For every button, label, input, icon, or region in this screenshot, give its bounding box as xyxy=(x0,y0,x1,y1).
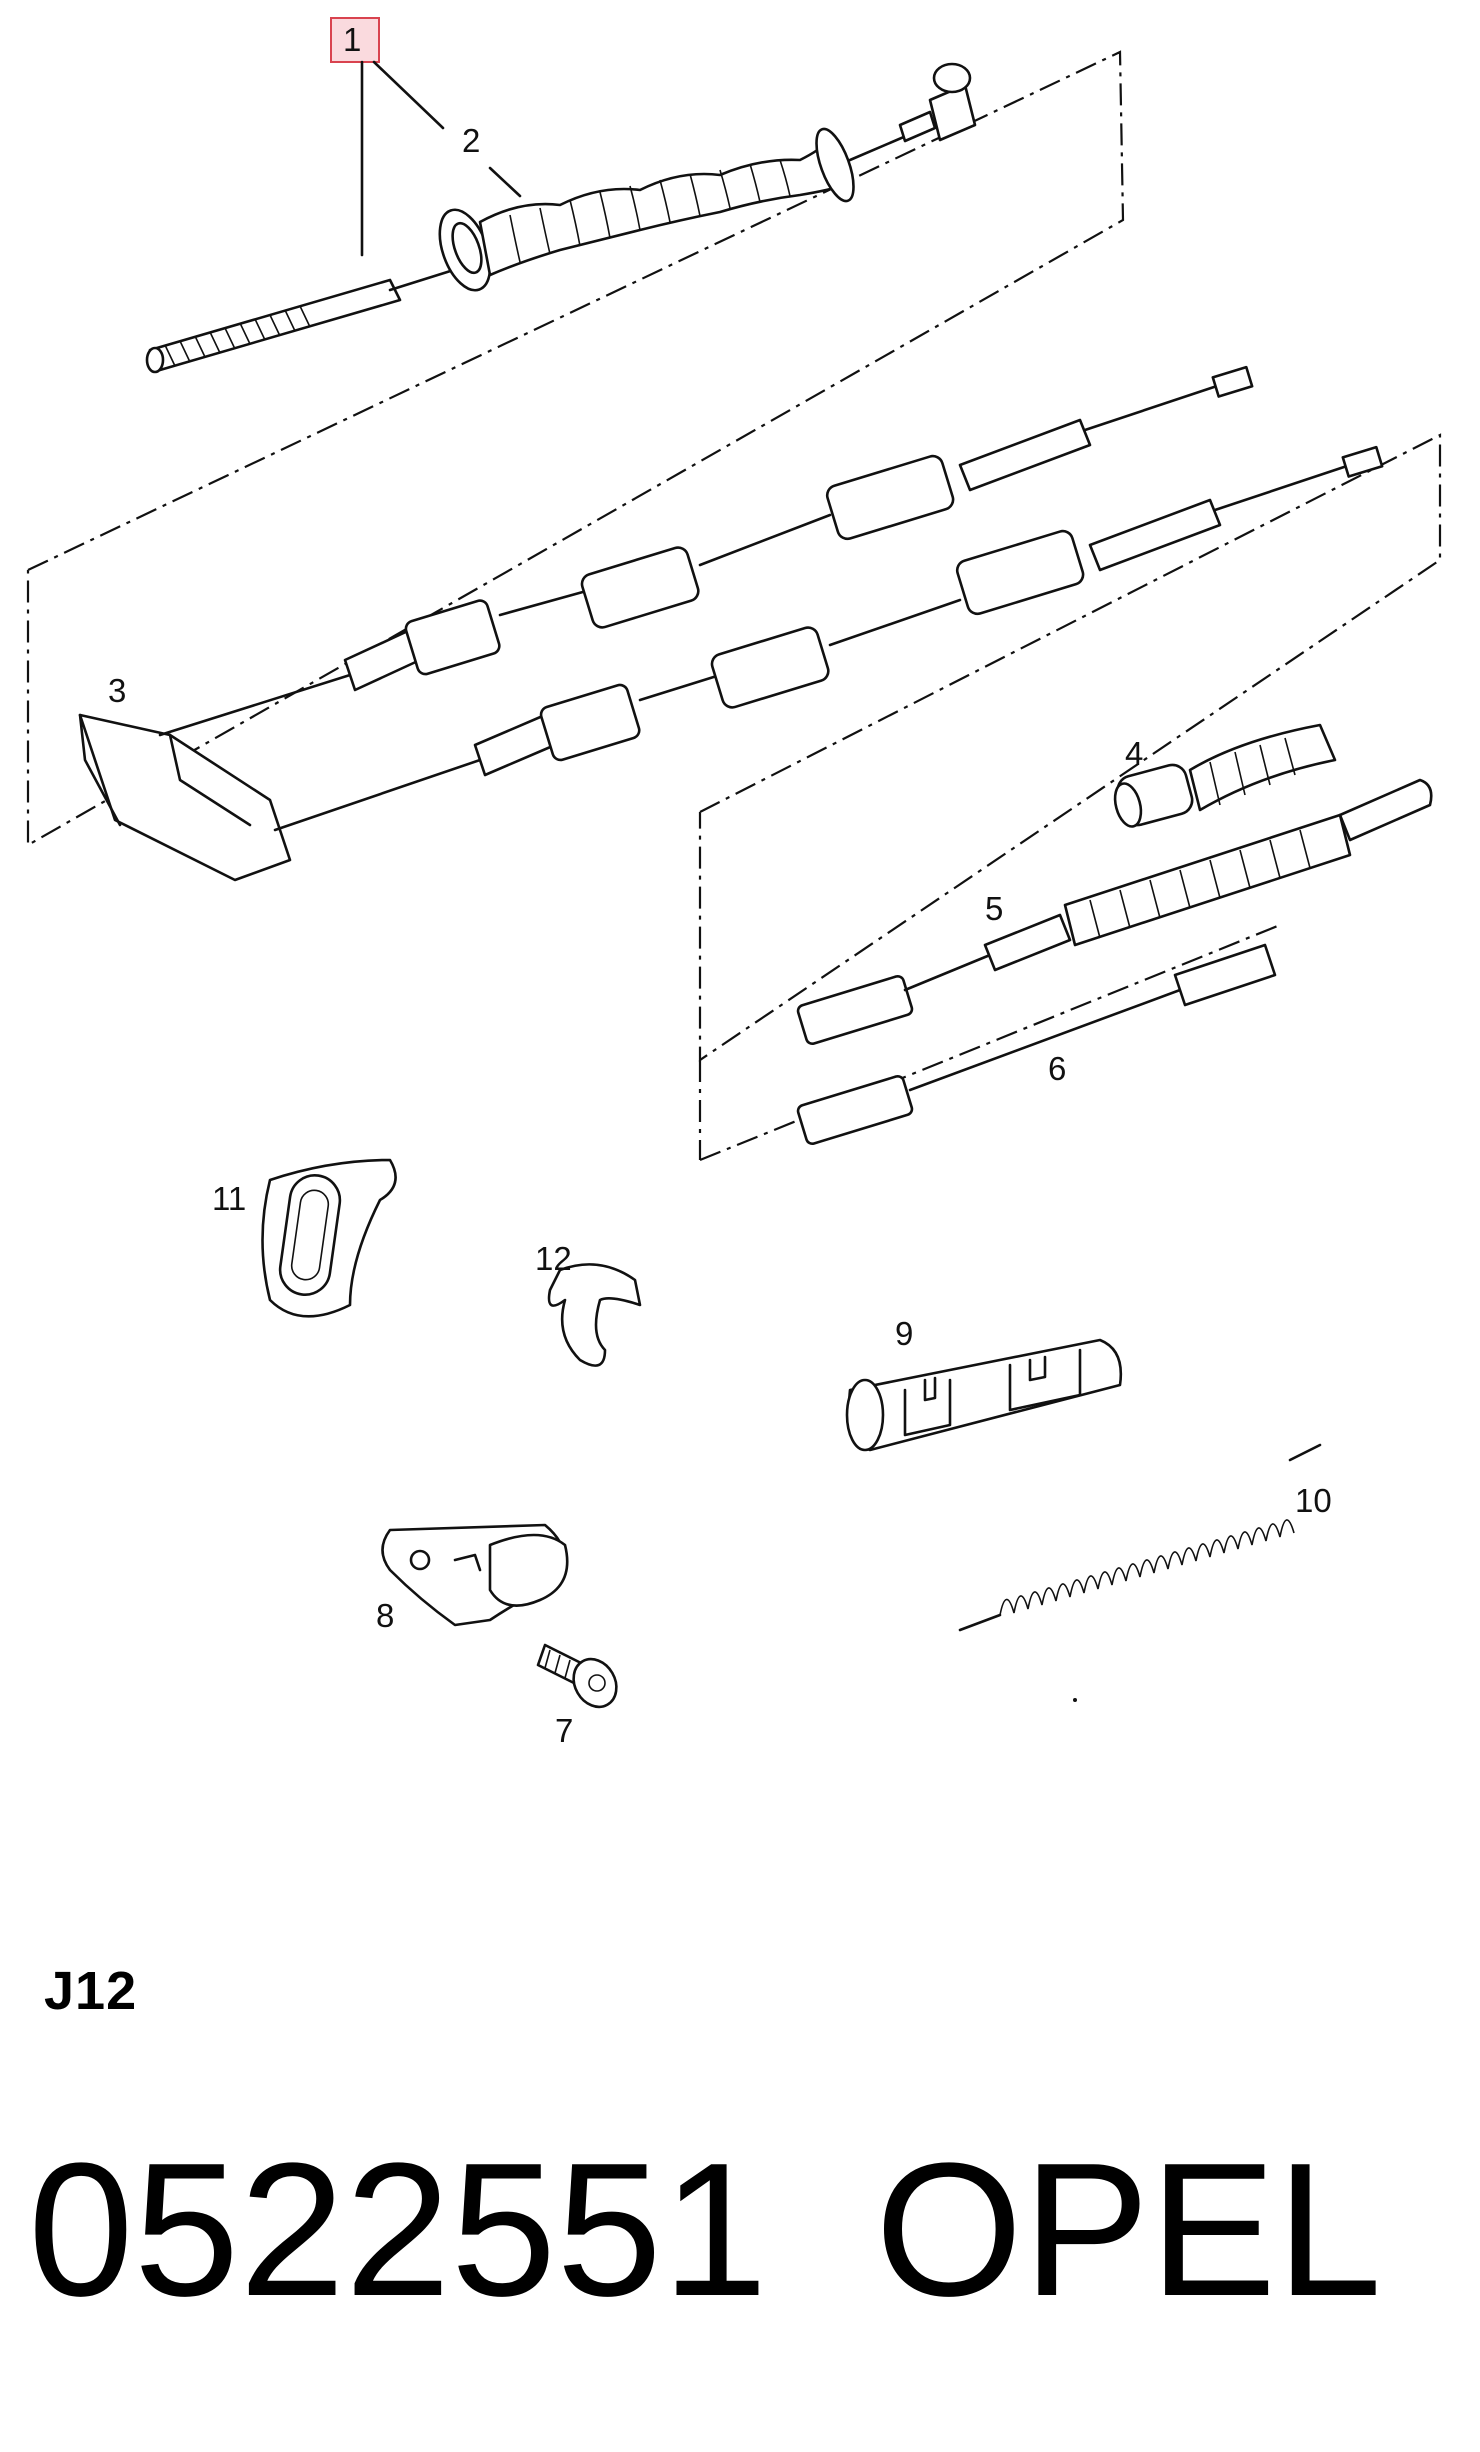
part-7-screw xyxy=(536,1643,618,1709)
part-number: 0522551 xyxy=(28,2124,768,2336)
callout-2: 2 xyxy=(462,122,480,159)
callout-9: 9 xyxy=(895,1315,913,1352)
part-front-cable xyxy=(145,60,977,374)
part-9-holder xyxy=(845,1338,1123,1452)
enclosure-frames xyxy=(26,50,1442,1162)
part-5-cable xyxy=(796,778,1433,1046)
callout-12: 12 xyxy=(535,1240,572,1277)
part-11-grommet xyxy=(261,1158,397,1318)
part-10-spring xyxy=(958,1443,1322,1632)
part-4-boot xyxy=(1113,723,1337,828)
callout-5: 5 xyxy=(985,890,1003,927)
group-code: J12 xyxy=(44,1961,138,2021)
callout-10: 10 xyxy=(1295,1482,1332,1519)
part-6-cable xyxy=(796,943,1277,1146)
part-8-bracket xyxy=(381,1523,569,1627)
callout-8: 8 xyxy=(376,1597,394,1634)
callout-6: 6 xyxy=(1048,1050,1066,1087)
callout-11: 11 xyxy=(212,1180,246,1217)
callout-7: 7 xyxy=(555,1712,573,1749)
brand-name: OPEL xyxy=(875,2124,1382,2336)
stray-dot xyxy=(1073,1698,1077,1702)
part-12-clip xyxy=(547,1263,642,1367)
callout-3: 3 xyxy=(108,672,126,709)
callout-1: 1 xyxy=(343,21,361,58)
callout-1-highlight xyxy=(330,17,380,63)
callout-4: 4 xyxy=(1125,735,1143,772)
part-rear-cables xyxy=(78,365,1384,882)
parts-diagram: 1 2 3 4 5 6 7 8 9 10 11 12 xyxy=(26,21,1442,1749)
